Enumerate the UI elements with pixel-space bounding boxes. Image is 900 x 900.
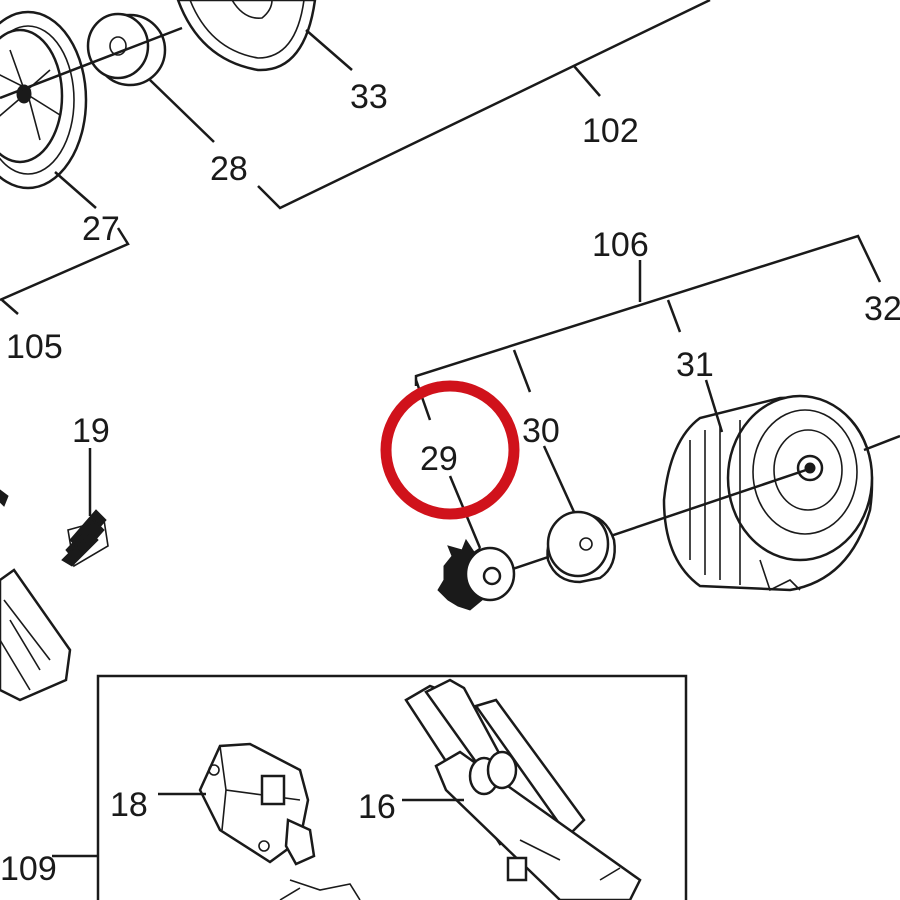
washer-part-30[interactable] [546,510,616,584]
label-28: 28 [210,150,248,188]
motor-part-31[interactable] [662,394,874,592]
leader-28 [149,79,215,143]
washer-part-28[interactable] [86,12,167,87]
label-30: 30 [522,412,560,450]
switch-part-18[interactable] [198,742,361,900]
circuit-board-part-16[interactable] [404,678,642,900]
pinion-gear-part-29[interactable] [437,538,516,611]
label-106: 106 [592,226,649,264]
label-102: 102 [582,112,639,150]
leader-31 [704,379,724,433]
label-27: 27 [82,210,120,248]
bracket-102 [257,0,711,210]
box-109 [96,674,688,900]
wheel-part-33[interactable] [176,0,317,72]
label-29: 29 [420,440,458,478]
leader-33 [305,29,353,71]
spring-part-19[interactable] [61,509,109,568]
label-32: 32 [864,290,900,328]
pulley-wheel-part[interactable] [0,10,88,190]
label-19: 19 [72,412,110,450]
highlight-ring [380,380,520,520]
label-18: 18 [110,786,148,824]
label-33: 33 [350,78,388,116]
trigger-housing-part[interactable] [0,489,72,702]
label-105: 105 [6,328,63,366]
label-109: 109 [0,850,57,888]
bracket-105 [0,227,130,302]
leader-30 [542,445,576,513]
leader-27 [54,171,97,209]
label-31: 31 [676,346,714,384]
label-16: 16 [358,788,396,826]
